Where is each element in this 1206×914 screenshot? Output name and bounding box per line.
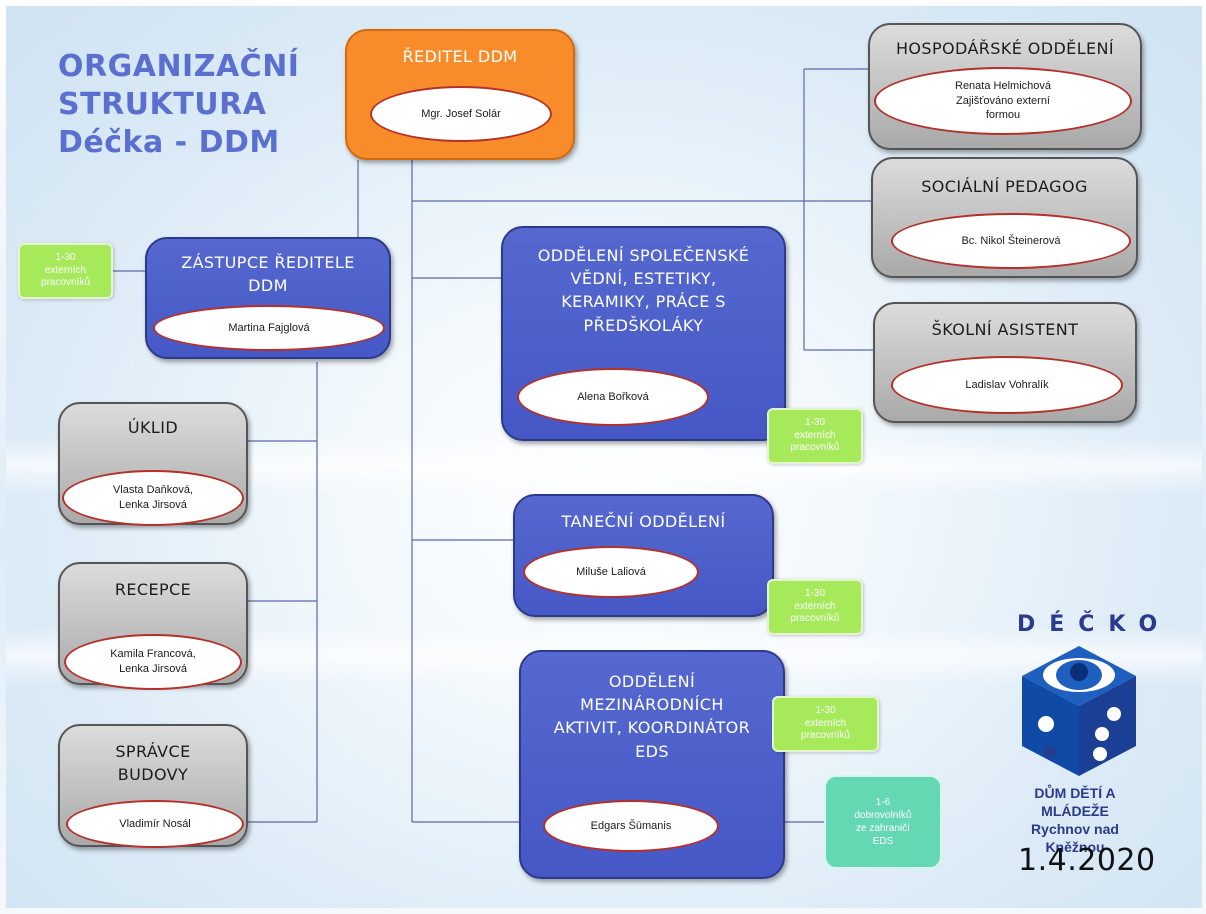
logo-wordmark: DÉČKO [1017,612,1172,637]
logo-subtitle: DŮM DĚTÍ A MLÁDEŽE Rychnov nad Kněžnou [1031,785,1119,855]
caretaker-name: Vladimír Nosál [66,800,244,848]
social-pedagogue-box: SOCIÁLNÍ PEDAGOG Bc. Nikol Šteinerová [871,157,1138,278]
school-assistant-box: ŠKOLNÍ ASISTENT Ladislav Vohralík [873,302,1137,423]
date-label: 1.4.2020 [1018,843,1156,878]
dance-department-title: TANEČNÍ ODDĚLENÍ [561,512,726,531]
school-assistant-title: ŠKOLNÍ ASISTENT [931,320,1079,339]
external-workers-note: 1-30 externích pracovníků [767,408,863,464]
social-sciences-department-title: ODDĚLENÍ SPOLEČENSKÉ VĚDNÍ, ESTETIKY, KE… [537,246,750,335]
international-department-title: ODDĚLENÍ MEZINÁRODNÍCH AKTIVIT, KOORDINÁ… [553,672,751,761]
economic-department-name: Renata Helmichová Zajišťováno externí fo… [874,67,1132,135]
reception-names: Kamila Francová, Lenka Jirsová [64,634,242,690]
international-department-box: ODDĚLENÍ MEZINÁRODNÍCH AKTIVIT, KOORDINÁ… [519,650,785,879]
external-workers-note: 1-30 externích pracovníků [772,696,879,752]
school-assistant-name: Ladislav Vohralík [891,356,1123,414]
page-title: ORGANIZAČNÍ STRUKTURA Déčka - DDM [58,49,300,160]
international-department-name: Edgars Šūmanis [543,800,719,852]
social-sciences-department-name: Alena Bořková [517,368,709,426]
deputy-director-name: Martina Fajglová [153,305,385,351]
social-sciences-department-box: ODDĚLENÍ SPOLEČENSKÉ VĚDNÍ, ESTETIKY, KE… [501,226,786,441]
external-workers-note: 1-30 externích pracovníků [767,579,863,635]
economic-department-title: HOSPODÁŘSKÉ ODDĚLENÍ [895,39,1115,58]
reception-title: RECEPCE [114,580,192,599]
volunteers-note: 1-6 dobrovolníků ze zahraničí EDS [824,775,942,869]
decko-logo-icon [1022,646,1136,776]
dance-department-name: Miluše Laliová [523,546,699,598]
cleaning-box: ÚKLID Vlasta Daňková, Lenka Jirsová [58,402,248,526]
director-box: ŘEDITEL DDM Mgr. Josef Solár [345,29,575,160]
cleaning-title: ÚKLID [127,418,179,437]
deputy-director-box: ZÁSTUPCE ŘEDITELE DDM Martina Fajglová [145,237,391,359]
social-pedagogue-title: SOCIÁLNÍ PEDAGOG [921,177,1088,196]
director-name: Mgr. Josef Solár [370,86,552,142]
reception-box: RECEPCE Kamila Francová, Lenka Jirsová [58,562,248,690]
economic-department-box: HOSPODÁŘSKÉ ODDĚLENÍ Renata Helmichová Z… [868,23,1142,150]
deputy-director-title: ZÁSTUPCE ŘEDITELE DDM [181,253,355,296]
dance-department-box: TANEČNÍ ODDĚLENÍ Miluše Laliová [513,494,774,617]
caretaker-box: SPRÁVCE BUDOVY Vladimír Nosál [58,724,248,848]
director-title: ŘEDITEL DDM [402,47,518,66]
social-pedagogue-name: Bc. Nikol Šteinerová [891,213,1131,269]
caretaker-title: SPRÁVCE BUDOVY [115,742,191,785]
cleaning-names: Vlasta Daňková, Lenka Jirsová [62,470,244,526]
external-workers-note: 1-30 externích pracovníků [18,243,113,299]
